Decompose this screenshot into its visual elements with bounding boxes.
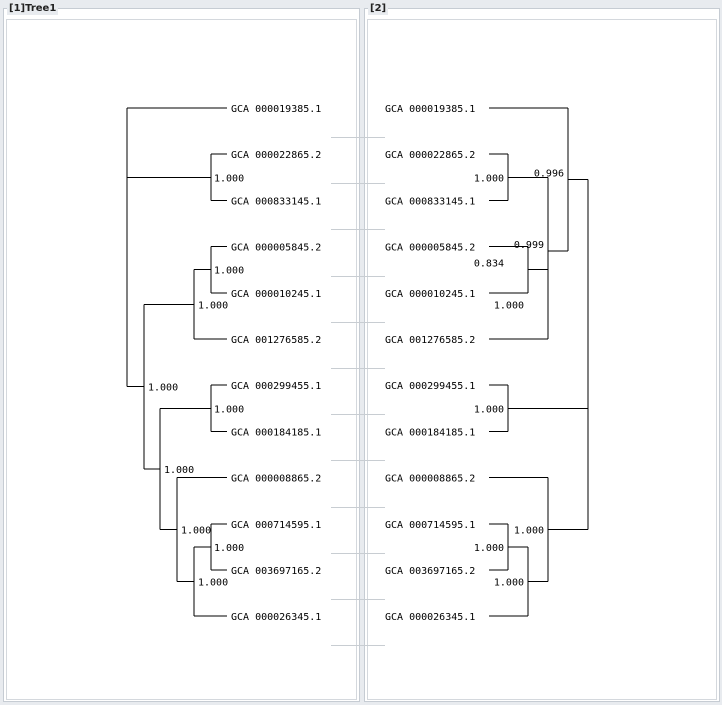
leaf-connector (331, 414, 385, 416)
tree1-support-value: 1.000 (214, 173, 244, 184)
tree1-leaf-label: GCA 003697165.2 (231, 566, 321, 577)
tree1-leaf-label: GCA 000010245.1 (231, 289, 321, 300)
leaf-connector (331, 321, 385, 323)
tree2-leaf-label: GCA 000008865.2 (385, 474, 475, 485)
tree1-support-value: 1.000 (148, 383, 178, 394)
tree1-support-value: 1.000 (198, 300, 228, 311)
tree1-support-value: 1.000 (164, 465, 194, 476)
tree2-leaf-label: GCA 001276585.2 (385, 335, 475, 346)
tree2-support-value: 1.000 (494, 578, 524, 589)
tree1-leaf-label: GCA 001276585.2 (231, 335, 321, 346)
tree1-panel: [1]Tree1 (3, 3, 360, 702)
tree2-leaf-label: GCA 000005845.2 (385, 243, 475, 254)
tree1-leaf-label: GCA 000833145.1 (231, 196, 321, 207)
tree2-leaf-label: GCA 000714595.1 (385, 520, 475, 531)
tree1-leaf-label: GCA 000026345.1 (231, 612, 321, 623)
tree2-leaf-label: GCA 000833145.1 (385, 196, 475, 207)
tree2-support-value: 1.000 (474, 404, 504, 415)
tree2-leaf-label: GCA 000022865.2 (385, 150, 475, 161)
leaf-connector (331, 645, 385, 647)
tree2-leaf-label: GCA 003697165.2 (385, 566, 475, 577)
tree1-leaf-label: GCA 000019385.1 (231, 104, 321, 115)
leaf-connector (331, 368, 385, 369)
tree1-support-value: 1.000 (181, 526, 211, 537)
tree1-leaf-label: GCA 000008865.2 (231, 474, 321, 485)
tree1-support-value: 1.000 (214, 543, 244, 554)
tree1-panel-title: [1]Tree1 (7, 3, 59, 15)
leaf-connector (331, 599, 385, 600)
leaf-connector (331, 460, 385, 462)
tree1-leaf-label: GCA 000022865.2 (231, 150, 321, 161)
tree2-panel-title: [2] (368, 3, 389, 15)
leaf-connector (331, 137, 385, 138)
tree2-leaf-label: GCA 000019385.1 (385, 104, 475, 115)
tree2-support-value: 1.000 (474, 543, 504, 554)
tree2-support-value: 0.996 (534, 168, 564, 179)
tree2-leaf-label: GCA 000184185.1 (385, 427, 475, 438)
leaf-connector (331, 506, 385, 508)
tree1-leaf-label: GCA 000005845.2 (231, 243, 321, 254)
tree1-support-value: 1.000 (214, 404, 244, 415)
tree1-leaf-label: GCA 000299455.1 (231, 381, 321, 392)
tree2-leaf-label: GCA 000010245.1 (385, 289, 475, 300)
tree2-leaf-label: GCA 000026345.1 (385, 612, 475, 623)
leaf-connector (331, 229, 385, 231)
leaf-connector (331, 552, 385, 554)
tree1-support-value: 1.000 (214, 266, 244, 277)
tree2-leaf-label: GCA 000299455.1 (385, 381, 475, 392)
tree1-leaf-label: GCA 000184185.1 (231, 427, 321, 438)
tree2-support-value: 0.834 (474, 259, 504, 270)
tree1-leaf-label: GCA 000714595.1 (231, 520, 321, 531)
tree2-support-value: 1.000 (514, 526, 544, 537)
tree2-support-value: 1.000 (474, 173, 504, 184)
tree2-panel: [2] (364, 3, 720, 702)
leaf-connector (331, 183, 385, 185)
tree1-support-value: 1.000 (198, 578, 228, 589)
leaf-connector (331, 275, 385, 277)
tree2-support-value: 0.999 (514, 240, 544, 251)
tree2-support-value: 1.000 (494, 300, 524, 311)
